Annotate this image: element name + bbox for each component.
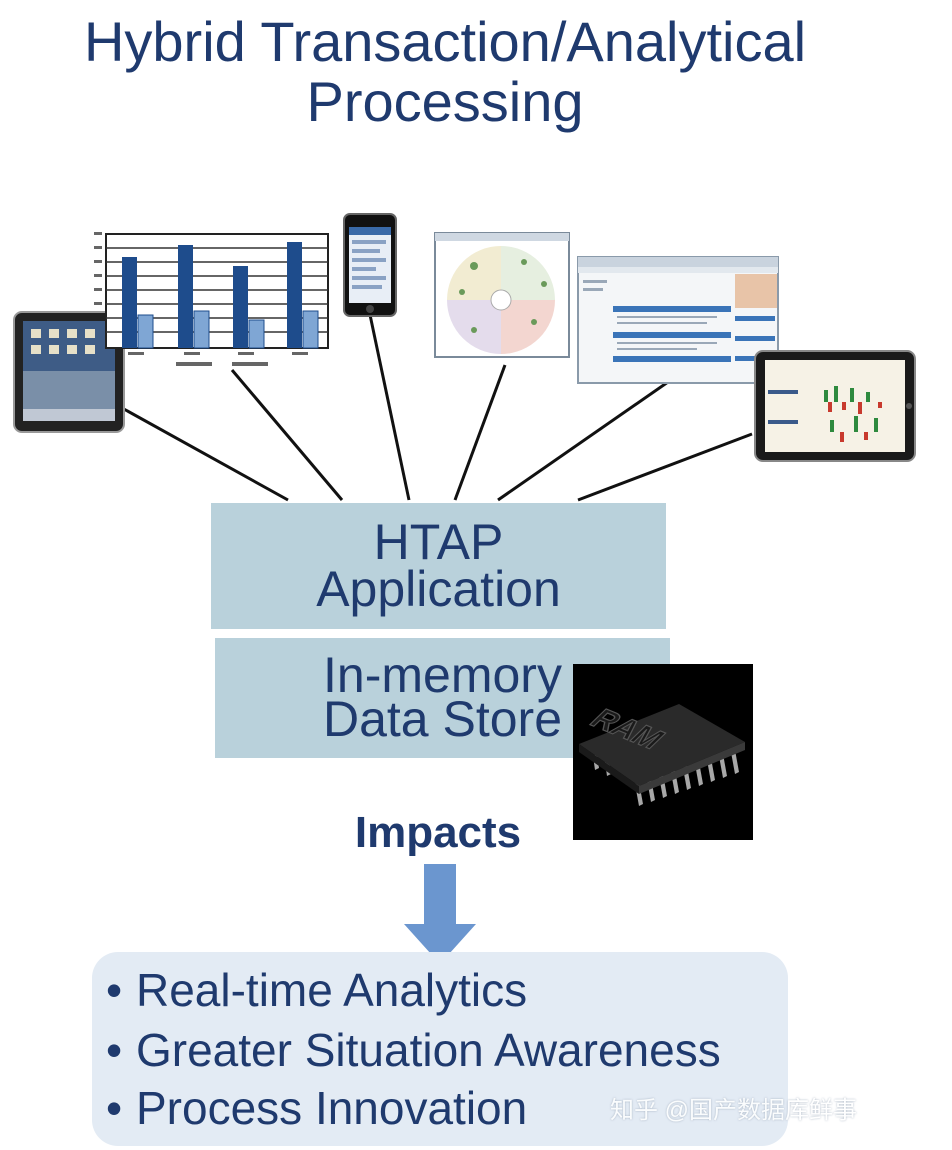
list-item-text: Greater Situation Awareness bbox=[136, 1024, 721, 1076]
connector-line bbox=[453, 364, 507, 501]
htap-label: HTAP bbox=[373, 514, 504, 570]
bullet-dot: • bbox=[106, 1082, 123, 1134]
impacts-label: Impacts bbox=[354, 808, 522, 857]
title-line-2: Processing bbox=[306, 70, 584, 133]
connector-line bbox=[497, 380, 669, 502]
list-item: •Process Innovation bbox=[106, 1082, 527, 1134]
application-label: Application bbox=[316, 561, 561, 617]
impacts-list: •Real-time Analytics •Greater Situation … bbox=[92, 952, 788, 1146]
bar-chart-icon bbox=[94, 232, 329, 366]
bullet-dot: • bbox=[106, 964, 123, 1016]
web-app-screenshot-icon bbox=[577, 256, 779, 384]
data-store-label: Data Store bbox=[322, 691, 562, 747]
list-item-text: Process Innovation bbox=[136, 1082, 528, 1134]
list-item: •Greater Situation Awareness bbox=[106, 1024, 721, 1076]
connector-line bbox=[230, 369, 344, 501]
connector-line bbox=[367, 309, 411, 501]
list-item-text: Real-time Analytics bbox=[136, 964, 528, 1016]
list-item: •Real-time Analytics bbox=[106, 964, 527, 1016]
tablet-icon bbox=[13, 311, 125, 433]
watermark: 知乎 @国产数据库鲜事 bbox=[610, 1097, 858, 1124]
smartphone-icon bbox=[343, 213, 397, 317]
connector-line bbox=[121, 406, 289, 502]
title-line-1: Hybrid Transaction/Analytical bbox=[83, 10, 807, 73]
down-arrow-icon bbox=[404, 864, 476, 964]
ram-chip-icon: RAM bbox=[573, 664, 753, 840]
tablet-dashboard-icon bbox=[754, 350, 916, 462]
in-memory-label: In-memory bbox=[323, 647, 562, 703]
bullet-dot: • bbox=[106, 1024, 123, 1076]
radial-chart-icon bbox=[434, 232, 570, 358]
htap-application-box: HTAP Application bbox=[211, 503, 666, 629]
connector-line bbox=[577, 432, 753, 502]
